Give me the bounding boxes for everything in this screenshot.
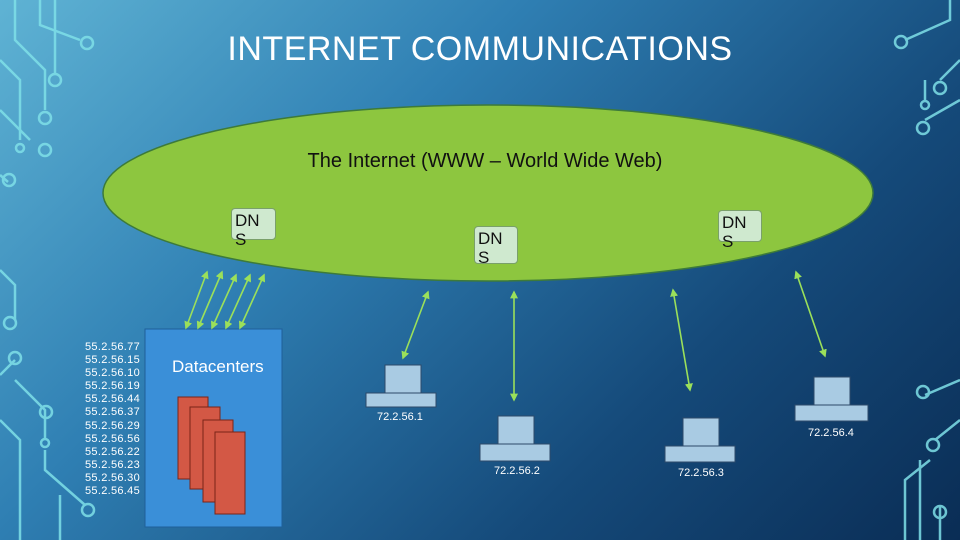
host-ip-3: 72.2.56.3 <box>678 467 724 479</box>
datacenter-ip: 55.2.56.10 <box>85 367 140 380</box>
host-computer-1 <box>365 364 437 408</box>
host-link-arrows <box>401 270 827 402</box>
dc-arrow <box>210 273 238 330</box>
datacenter-link-arrows <box>184 270 266 330</box>
server-rack <box>214 431 246 515</box>
circuit-decoration-left <box>0 0 96 540</box>
host-computer-4 <box>794 376 869 422</box>
server-stack <box>177 396 246 515</box>
host-arrow-3 <box>670 288 693 392</box>
datacenter-ip: 55.2.56.29 <box>85 419 140 432</box>
dc-arrow <box>238 273 266 330</box>
datacenter-ip: 55.2.56.22 <box>85 445 140 458</box>
internet-oval <box>102 104 874 282</box>
datacenter-ip: 55.2.56.77 <box>85 341 140 353</box>
dns-node-1: DN S <box>231 208 276 249</box>
dc-arrow <box>184 270 209 330</box>
dc-arrow <box>224 273 252 330</box>
internet-label: The Internet (WWW – World Wide Web) <box>307 150 663 172</box>
datacenter-ip: 55.2.56.44 <box>85 393 140 406</box>
host-arrow-1 <box>401 290 430 360</box>
host-computer-2 <box>479 415 551 462</box>
host-ip-4: 72.2.56.4 <box>808 427 854 439</box>
host-ip-2: 72.2.56.2 <box>494 465 540 477</box>
slide-title: INTERNET COMMUNICATIONS <box>227 30 733 68</box>
datacenter-ip-list: 55.2.56.77 55.2.56.15 55.2.56.10 55.2.56… <box>85 341 140 498</box>
host-computer-3 <box>664 417 736 463</box>
host-ip-1: 72.2.56.1 <box>377 411 423 423</box>
datacenter-ip: 55.2.56.45 <box>85 485 140 498</box>
datacenter-ip: 55.2.56.19 <box>85 380 140 393</box>
dc-arrow <box>196 270 224 330</box>
datacenter-ip: 55.2.56.37 <box>85 406 140 419</box>
datacenter-label: Datacenters <box>172 357 264 376</box>
circuit-decoration-right <box>893 0 960 540</box>
datacenter-ip: 55.2.56.56 <box>85 432 140 445</box>
datacenter-ip: 55.2.56.23 <box>85 458 140 471</box>
host-arrow-4 <box>794 270 827 358</box>
dns-node-2: DN S <box>474 226 518 267</box>
datacenter-ip: 55.2.56.30 <box>85 471 140 484</box>
dns-node-3: DN S <box>718 210 762 251</box>
datacenter-ip: 55.2.56.15 <box>85 354 140 367</box>
